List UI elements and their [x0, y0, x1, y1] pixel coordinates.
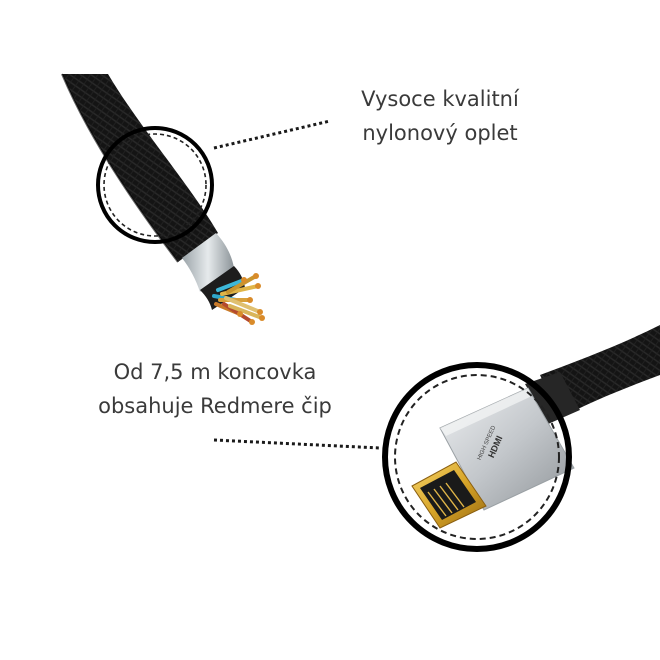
braid-caption: Vysoce kvalitní nylonový oplet	[330, 82, 550, 150]
connector-callout-circle	[382, 362, 572, 552]
connector-leader-line	[213, 438, 381, 450]
redmere-caption-line2: obsahuje Redmere čip	[98, 394, 332, 418]
braid-caption-line1: Vysoce kvalitní	[361, 87, 519, 111]
braid-leader-line	[213, 119, 331, 150]
braid-callout-circle	[96, 126, 214, 244]
redmere-caption: Od 7,5 m koncovka obsahuje Redmere čip	[80, 355, 350, 423]
hdmi-connector-photo	[411, 325, 660, 529]
braid-caption-line2: nylonový oplet	[362, 121, 518, 145]
redmere-caption-line1: Od 7,5 m koncovka	[113, 360, 317, 384]
braided-cable-photo	[61, 73, 265, 325]
